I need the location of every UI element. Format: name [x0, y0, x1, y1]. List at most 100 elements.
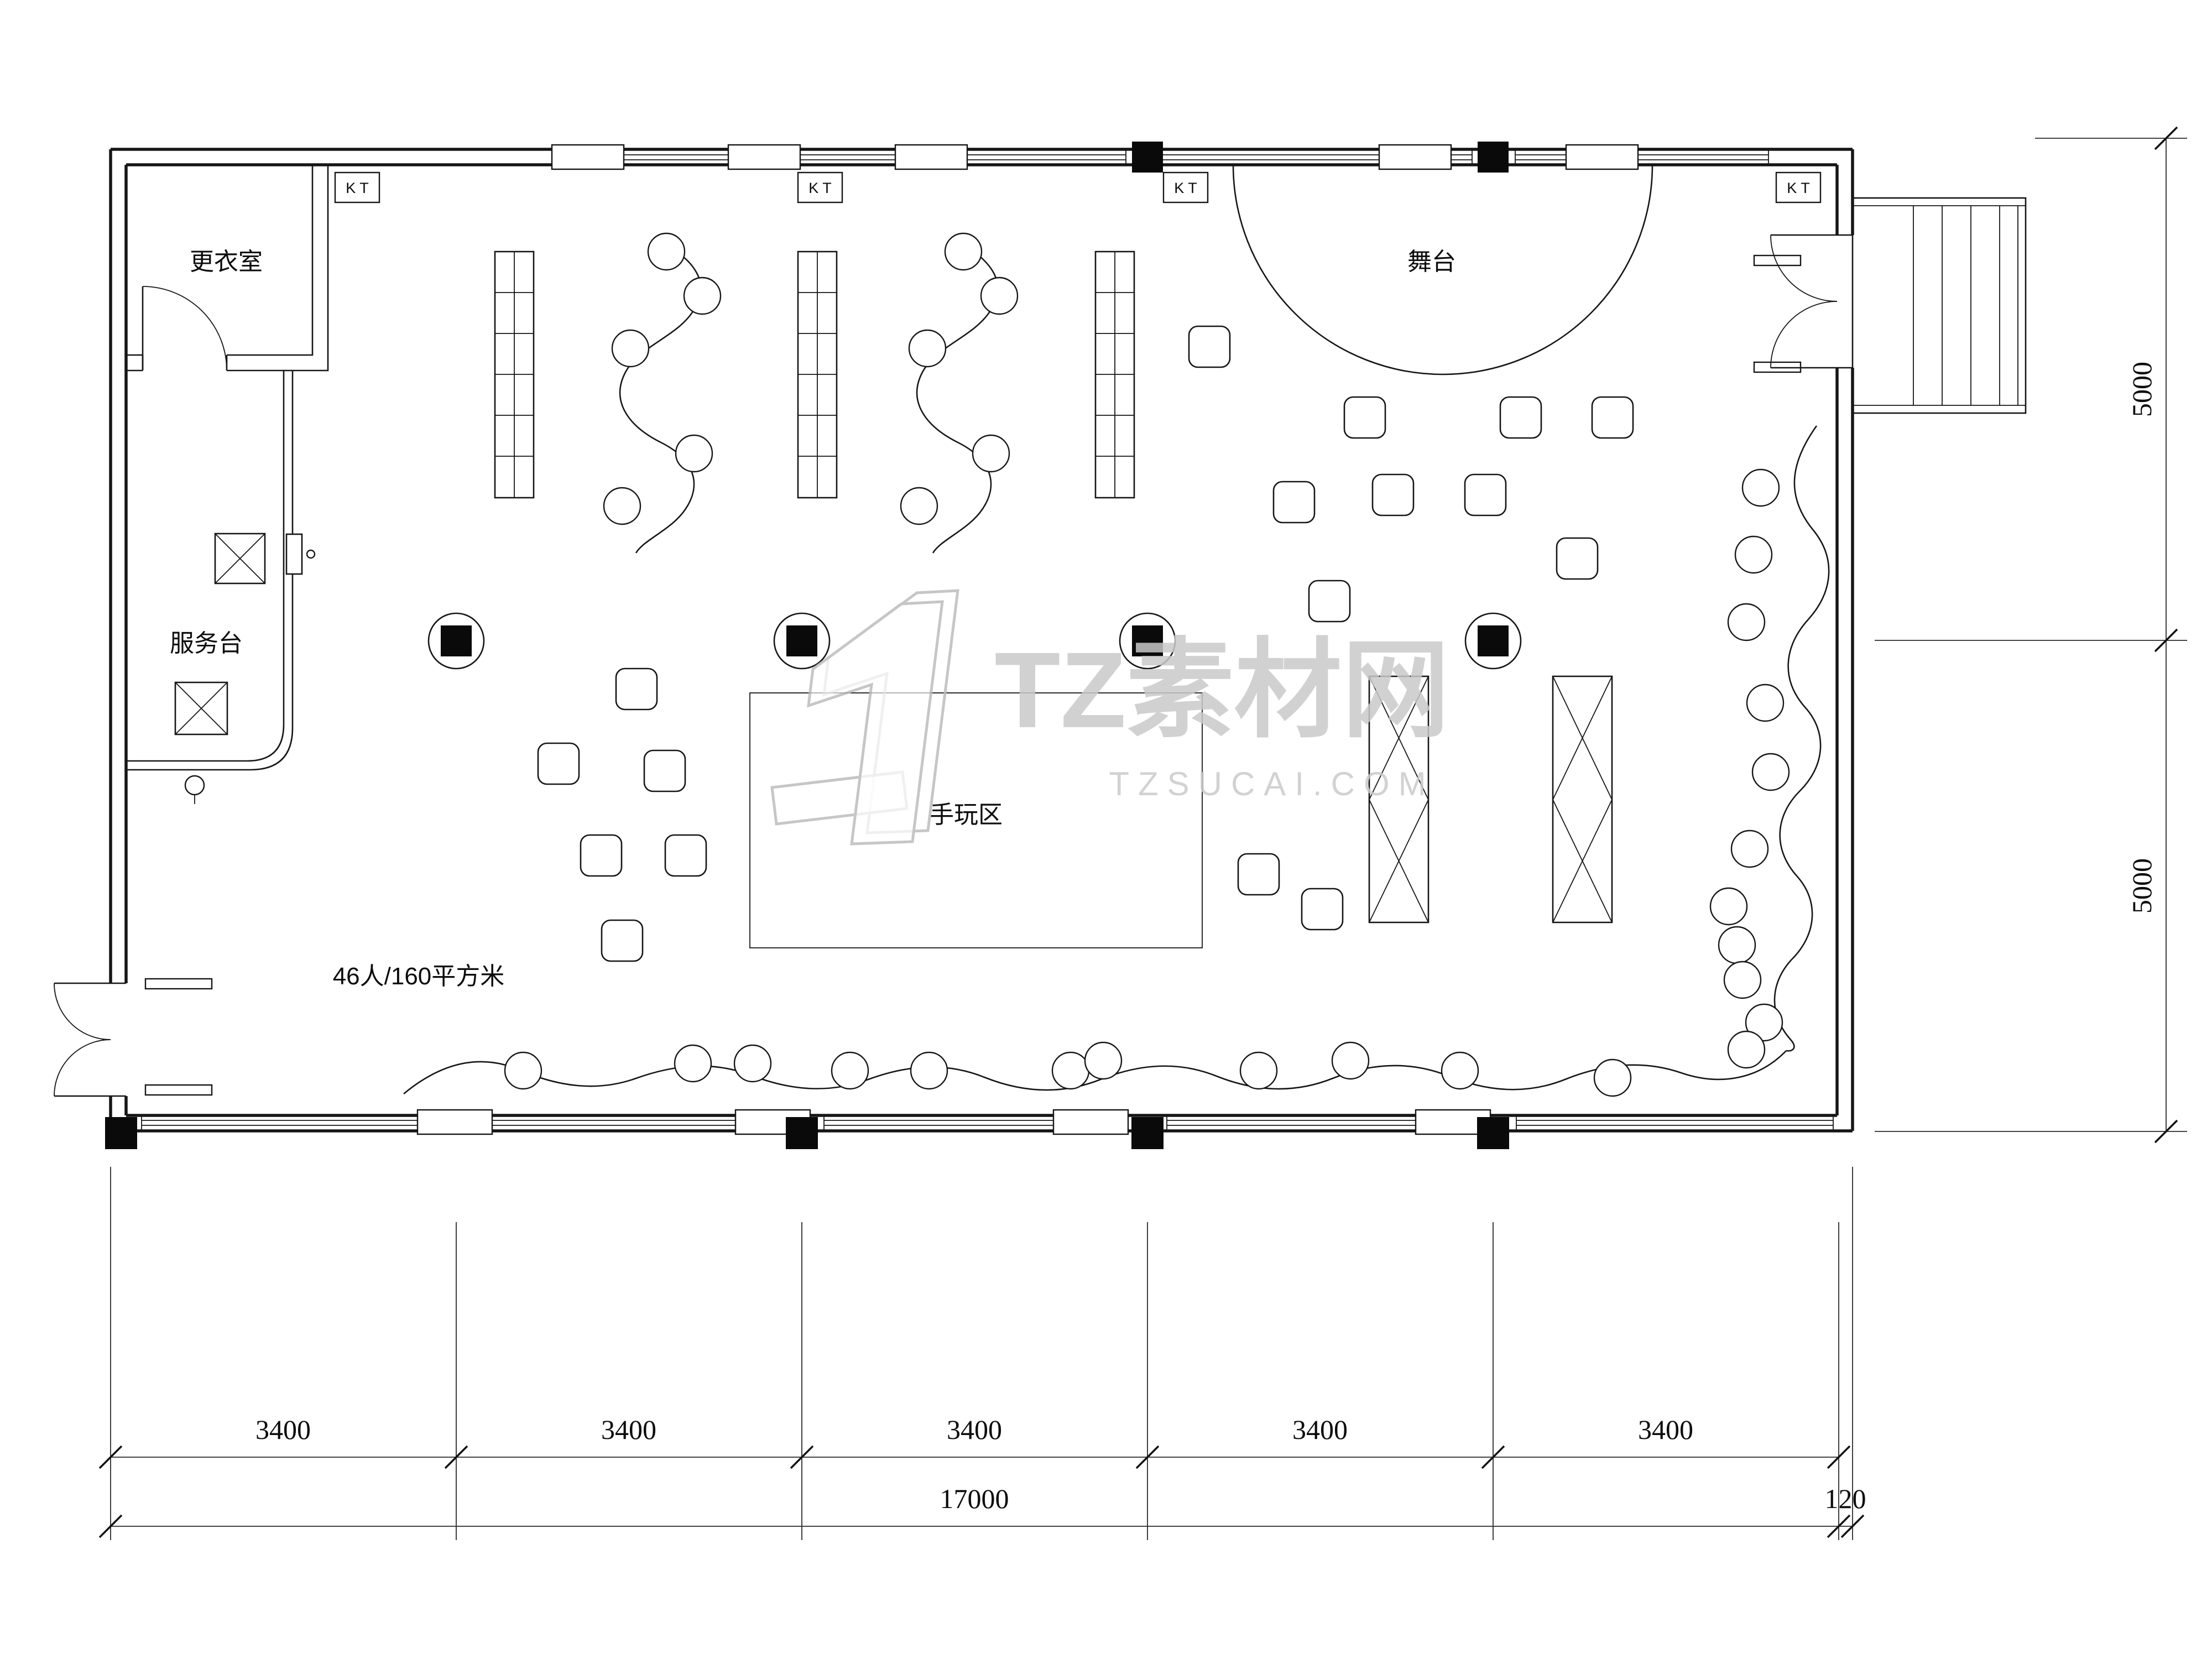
- stage-arc: [1232, 164, 1653, 375]
- stool: [910, 1051, 948, 1090]
- extension-lines: [110, 1167, 1853, 1540]
- dim-5000: 5000: [2126, 858, 2157, 914]
- stool: [944, 232, 983, 271]
- stool: [675, 434, 713, 473]
- ac-unit: K T: [797, 171, 843, 204]
- dimensions-bottom: 3400 3400 3400 3400 3400 17000 120: [98, 1167, 1866, 1540]
- stool: [1734, 535, 1773, 574]
- interior-column: [1464, 612, 1522, 670]
- seat: [1343, 396, 1386, 439]
- interior-column: [773, 612, 831, 670]
- stool: [674, 1044, 712, 1083]
- exterior-door: [54, 982, 111, 1097]
- dim-3400: 3400: [601, 1414, 656, 1445]
- watermark-brand: TZ素材网: [994, 630, 1449, 750]
- stool: [1709, 887, 1748, 926]
- seat: [1237, 853, 1280, 896]
- window-frame: [1565, 144, 1639, 170]
- ac-unit: K T: [1162, 171, 1209, 204]
- seat: [537, 742, 580, 785]
- dim-total: 17000: [940, 1483, 1009, 1514]
- counter-outer: [126, 371, 294, 771]
- dim-3400: 3400: [255, 1414, 311, 1445]
- door-swing-arc: [1770, 234, 1838, 302]
- dim-5000: 5000: [2126, 362, 2157, 417]
- interior-column: [427, 612, 485, 670]
- windows-bottom: [141, 1109, 1834, 1135]
- desk-chair: [214, 533, 266, 585]
- shelf-table: [1094, 251, 1135, 499]
- seat: [1371, 473, 1415, 517]
- window-glazing: [551, 149, 1126, 165]
- shelf-table: [797, 251, 838, 499]
- watermark-site: TZSUCAI.COM: [1109, 765, 1434, 802]
- seat: [615, 667, 658, 711]
- stool: [1718, 926, 1756, 964]
- perimeter-benches: [403, 425, 1830, 1097]
- stool: [1051, 1051, 1090, 1090]
- column: [786, 1117, 818, 1149]
- column: [1132, 142, 1163, 173]
- windows-top: [551, 144, 1769, 170]
- stool: [831, 1051, 869, 1090]
- interior-column: [1119, 612, 1176, 670]
- stool: [647, 232, 686, 271]
- monitor: [285, 533, 303, 575]
- seat: [580, 834, 623, 877]
- stool: [611, 329, 650, 368]
- stage-label: 舞台: [1407, 248, 1456, 275]
- wavy-bench-bottom: [403, 1050, 1787, 1095]
- wavy-bench-right: [1773, 425, 1830, 1052]
- counter-inner: [126, 371, 285, 762]
- hand-play-label: 手玩区: [930, 801, 1003, 828]
- seat: [664, 834, 707, 877]
- stool: [1741, 468, 1780, 507]
- ac-unit: K T: [1775, 171, 1822, 204]
- dim-offset: 120: [1825, 1483, 1866, 1514]
- dimension-ticks: [2154, 126, 2178, 1144]
- ac-units: K T K T K T K T: [334, 171, 1822, 204]
- column: [1478, 142, 1509, 173]
- extension-lines: [1875, 138, 2187, 1132]
- stool: [908, 329, 947, 368]
- stool: [683, 276, 722, 315]
- seat: [643, 749, 686, 792]
- seat: [1188, 325, 1231, 368]
- hand-play-area: 手玩区: [749, 692, 1203, 948]
- mouse: [306, 549, 316, 559]
- hand-play-zone: [749, 692, 1203, 948]
- seat: [1464, 473, 1507, 517]
- door-swing-arc: [1770, 301, 1838, 368]
- lattice-table: [1552, 675, 1613, 924]
- seat: [601, 919, 644, 962]
- dimensions-right: 5000 5000: [1875, 126, 2187, 1144]
- wavy-screens: [603, 232, 1019, 554]
- seat: [1308, 580, 1351, 623]
- stool: [972, 434, 1010, 473]
- dim-3400: 3400: [1638, 1414, 1693, 1445]
- stairs: [1851, 197, 2027, 414]
- stool: [1441, 1051, 1479, 1090]
- dim-3400: 3400: [1292, 1414, 1348, 1445]
- door-swing-arc: [142, 286, 227, 371]
- stool: [1239, 1051, 1278, 1090]
- lattice-table: [1368, 675, 1430, 924]
- stool: [504, 1051, 542, 1090]
- seat-squares: [537, 325, 1634, 962]
- dim-3400: 3400: [947, 1414, 1002, 1445]
- changing-room-walls: [126, 165, 329, 372]
- changing-room: 更衣室: [126, 165, 329, 372]
- stool: [1751, 753, 1790, 791]
- window-glazing: [823, 1115, 1126, 1131]
- structural-columns: [105, 142, 1522, 1149]
- ac-unit-label: K T: [1787, 180, 1810, 196]
- seat: [1272, 481, 1316, 524]
- stool: [603, 487, 641, 525]
- watermark: TZ素材网 TZSUCAI.COM: [770, 589, 1450, 846]
- counter-end-detail: [184, 775, 205, 804]
- service-desk-label: 服务台: [170, 630, 243, 657]
- window-glazing: [1166, 1115, 1472, 1131]
- dimension-ticks: [98, 1514, 1865, 1538]
- building-walls: [109, 148, 1854, 1133]
